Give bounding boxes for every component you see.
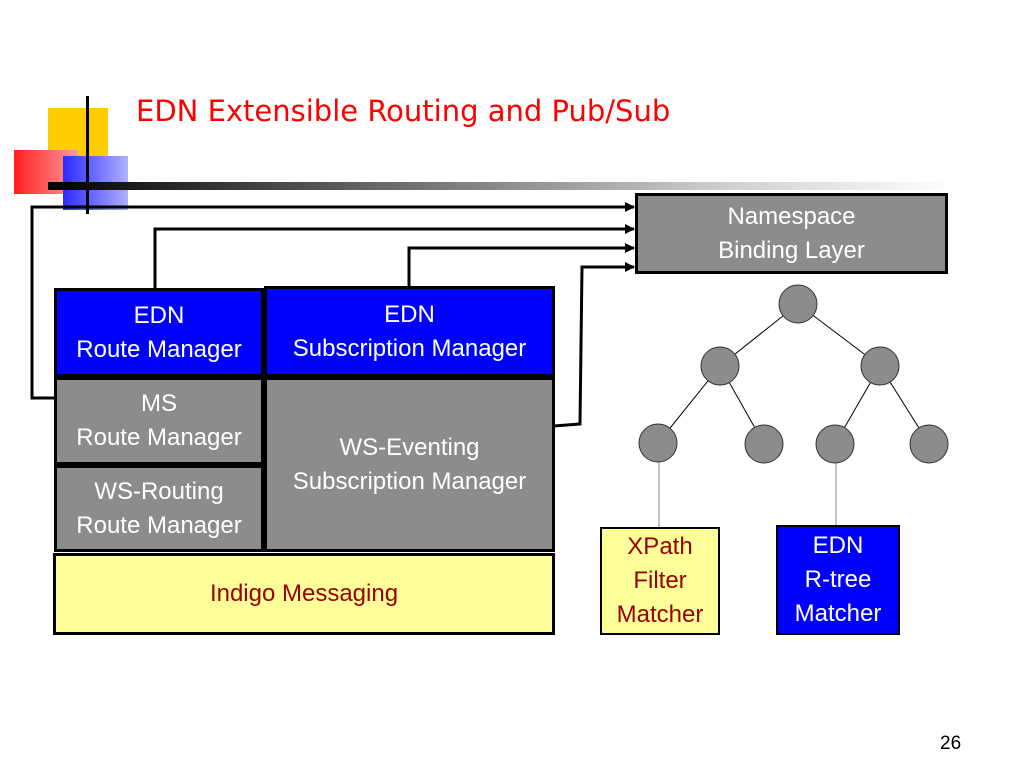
slide-title: EDN Extensible Routing and Pub/Sub — [136, 94, 671, 128]
rtree-line-2: R-tree — [804, 566, 872, 593]
arrow-ws-eventing-to-namespace — [553, 262, 635, 428]
tree-node-leaf — [638, 423, 678, 463]
namespace-line-2: Binding Layer — [718, 236, 865, 264]
ws-routing-route-manager-box: WS-Routing Route Manager — [54, 465, 264, 552]
ms-route-manager-line-1: MS — [141, 390, 177, 417]
ms-route-manager-box: MS Route Manager — [54, 377, 264, 465]
edn-rtree-matcher-box: EDN R-tree Matcher — [776, 525, 900, 635]
namespace-line-1: Namespace — [727, 202, 856, 230]
tree-node — [700, 346, 740, 386]
ws-eventing-subscription-manager-box: WS-Eventing Subscription Manager — [264, 377, 555, 552]
edn-route-manager-line-1: EDN — [133, 301, 185, 329]
tree-node-root — [778, 284, 818, 324]
tree-node-leaf — [815, 424, 855, 464]
xpath-line-1: XPath — [627, 533, 693, 560]
edn-subscription-manager-line-2: Subscription Manager — [292, 334, 527, 362]
xpath-line-2: Filter — [633, 567, 687, 594]
edn-route-manager-line-2: Route Manager — [76, 335, 242, 363]
arrow-edn-route-to-namespace — [153, 224, 635, 288]
rtree-line-1: EDN — [812, 532, 864, 559]
ms-route-manager-line-2: Route Manager — [76, 424, 242, 451]
indigo-messaging-label: Indigo Messaging — [209, 580, 399, 607]
title-underline-rule — [48, 182, 953, 190]
namespace-binding-layer-box: Namespace Binding Layer — [635, 193, 948, 274]
ws-eventing-line-1: WS-Eventing — [339, 433, 480, 461]
indigo-messaging-box: Indigo Messaging — [53, 553, 555, 635]
title-decoration-vertical-line — [86, 96, 89, 214]
ws-routing-line-2: Route Manager — [76, 511, 242, 539]
arrow-ms-route-to-namespace — [30, 202, 635, 400]
edn-subscription-manager-box: EDN Subscription Manager — [264, 286, 555, 377]
tree-node-leaf — [909, 424, 949, 464]
rtree-line-3: Matcher — [794, 600, 882, 627]
tree-node-leaf — [744, 424, 784, 464]
xpath-line-3: Matcher — [616, 601, 704, 628]
tree-node — [860, 346, 900, 386]
edn-route-manager-box: EDN Route Manager — [54, 288, 264, 377]
page-number: 26 — [940, 733, 962, 754]
arrow-edn-subscription-to-namespace — [407, 243, 635, 288]
xpath-filter-matcher-box: XPath Filter Matcher — [600, 527, 720, 635]
edn-subscription-manager-line-1: EDN — [384, 300, 435, 328]
ws-routing-line-1: WS-Routing — [94, 477, 224, 505]
ws-eventing-line-2: Subscription Manager — [292, 467, 527, 495]
